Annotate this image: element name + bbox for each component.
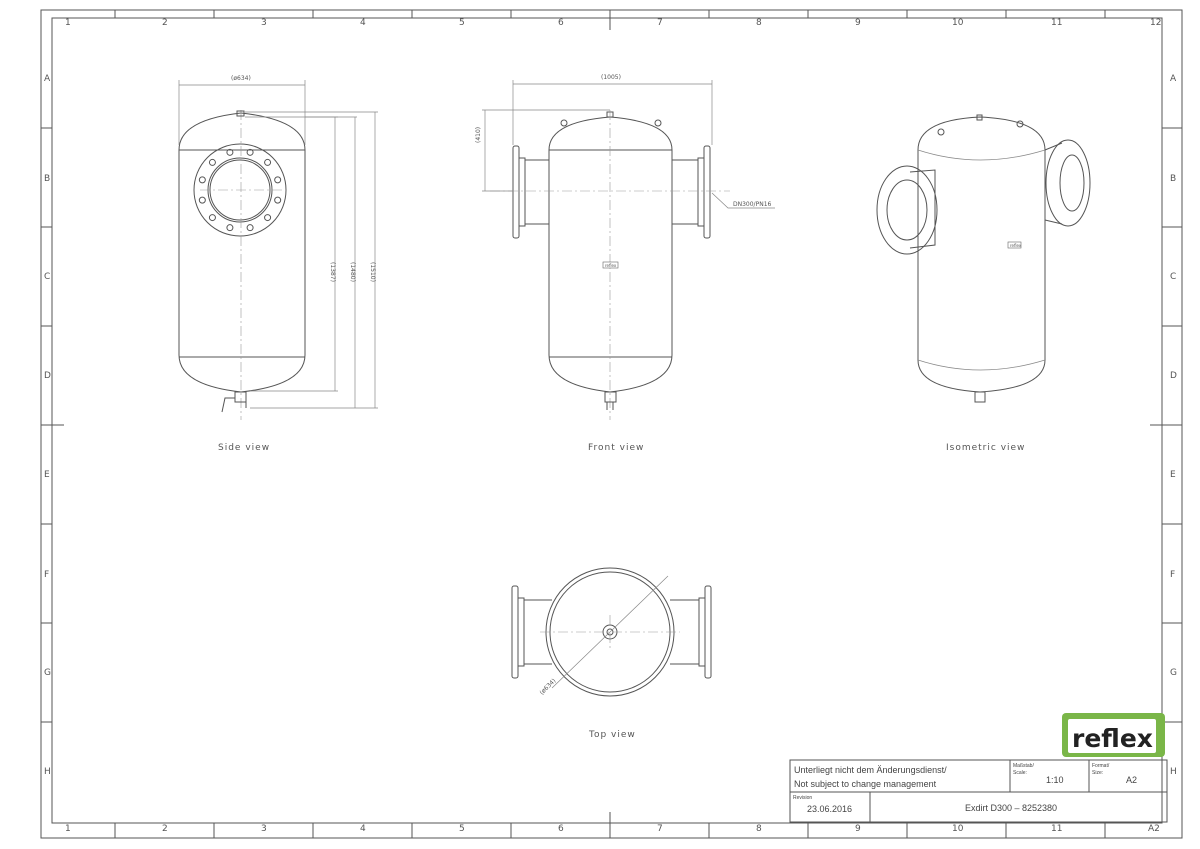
note-de: Unterliegt nicht dem Änderungsdienst/	[794, 765, 947, 775]
side-vessel-outline	[178, 112, 306, 393]
col-label: 11	[1051, 824, 1062, 834]
revision-label: Revision	[793, 795, 812, 801]
dim-side-h2: (1480)	[349, 262, 356, 282]
bolt-hole	[208, 158, 216, 166]
row-label: F	[44, 570, 49, 580]
revision-date: 23.06.2016	[807, 804, 852, 814]
dim-side-h3: (1510)	[369, 262, 376, 282]
isometric-view-label: Isometric view	[946, 443, 1025, 453]
top-view-label: Top view	[588, 730, 636, 740]
iso-logo-badge: reflex	[1010, 243, 1022, 248]
column-labels-top: 1 2 3 4 5 6 7 8 9 10 11 12	[65, 18, 1161, 28]
format-label-de: Format/	[1092, 763, 1110, 769]
bolt-hole	[264, 214, 272, 222]
row-label: G	[44, 668, 51, 678]
scale-label-en: Scale:	[1013, 770, 1027, 776]
logo-text: reflex	[1072, 724, 1153, 753]
row-label: G	[1170, 668, 1177, 678]
col-label: 3	[261, 824, 267, 834]
dim-front-height: (410)	[475, 127, 482, 143]
scale-value: 1:10	[1046, 775, 1064, 785]
col-label: 6	[558, 18, 564, 28]
format-label-en: Size:	[1092, 770, 1103, 776]
side-view-label: Side view	[218, 443, 270, 453]
bolt-hole	[226, 148, 234, 156]
front-view-label: Front view	[588, 443, 644, 453]
grid-ticks	[41, 10, 1182, 838]
row-label: H	[44, 767, 51, 777]
col-label: 2	[162, 824, 168, 834]
side-view: (ø634) (1387) (1480) (1510) Side view	[178, 75, 378, 453]
col-label: 5	[459, 824, 465, 834]
col-label: 1	[65, 824, 71, 834]
col-label: 1	[65, 18, 71, 28]
dim-front-width: (1005)	[601, 74, 621, 81]
col-label: 9	[855, 824, 861, 834]
row-label: H	[1170, 767, 1177, 777]
side-flange-outer	[193, 143, 287, 237]
title-block: Unterliegt nicht dem Änderungsdienst/ No…	[789, 759, 1168, 823]
front-logo-badge: reflex	[605, 263, 617, 268]
col-label: 4	[360, 18, 366, 28]
bolt-hole	[208, 214, 216, 222]
isometric-view: reflex Isometric view	[876, 114, 1091, 453]
row-labels: A B C D E F G H A B C D E F G H	[44, 74, 1177, 777]
col-label: 8	[756, 18, 762, 28]
row-label: F	[1170, 570, 1175, 580]
format-value: A2	[1126, 775, 1137, 785]
scale-label-de: Maßstab/	[1013, 763, 1034, 769]
iso-flange-left	[876, 165, 938, 255]
col-label: 4	[360, 824, 366, 834]
drawing-title: Exdirt D300 – 8252380	[965, 803, 1057, 813]
row-label: D	[44, 371, 51, 381]
col-label: 11	[1051, 18, 1062, 28]
col-label: 6	[558, 824, 564, 834]
row-label: B	[44, 174, 50, 184]
top-view: (ø634) Top view	[511, 567, 712, 740]
flange-bolt-holes	[198, 148, 282, 232]
dim-side-h1: (1387)	[329, 262, 336, 282]
col-label: A2	[1148, 824, 1160, 834]
iso-vessel-outline	[917, 116, 1046, 393]
bolt-hole	[274, 176, 282, 184]
row-label: D	[1170, 371, 1177, 381]
front-vessel-outline	[548, 116, 673, 393]
row-label: E	[1170, 470, 1176, 480]
row-label: A	[1170, 74, 1177, 84]
row-label: C	[44, 272, 50, 282]
bolt-hole	[246, 148, 254, 156]
row-label: C	[1170, 272, 1176, 282]
outer-frame	[40, 9, 1183, 839]
bolt-hole	[274, 196, 282, 204]
note-en: Not subject to change management	[794, 779, 937, 789]
col-label: 7	[657, 824, 663, 834]
col-label: 3	[261, 18, 267, 28]
col-label: 8	[756, 824, 762, 834]
row-label: E	[44, 470, 50, 480]
col-label: 10	[952, 824, 964, 834]
dim-top-diameter: (ø634)	[538, 677, 557, 696]
bolt-hole	[198, 196, 206, 204]
bolt-hole	[246, 224, 254, 232]
flange-note: DN300/PN16	[733, 201, 772, 208]
bolt-hole	[264, 158, 272, 166]
column-labels-bottom: 1 2 3 4 5 6 7 8 9 10 11 A2	[65, 824, 1160, 834]
col-label: 9	[855, 18, 861, 28]
col-label: 10	[952, 18, 964, 28]
col-label: 7	[657, 18, 663, 28]
reflex-logo: reflex	[1062, 713, 1165, 757]
bolt-hole	[198, 176, 206, 184]
iso-flange-right	[1045, 139, 1091, 227]
bolt-hole	[226, 224, 234, 232]
dim-side-diameter: (ø634)	[231, 75, 251, 82]
col-label: 2	[162, 18, 168, 28]
col-label: 12	[1150, 18, 1161, 28]
row-label: A	[44, 74, 51, 84]
front-view: reflex (1005) (410) DN300/PN16 Front vie…	[475, 74, 775, 453]
inner-frame	[51, 17, 1163, 824]
col-label: 5	[459, 18, 465, 28]
row-label: B	[1170, 174, 1176, 184]
